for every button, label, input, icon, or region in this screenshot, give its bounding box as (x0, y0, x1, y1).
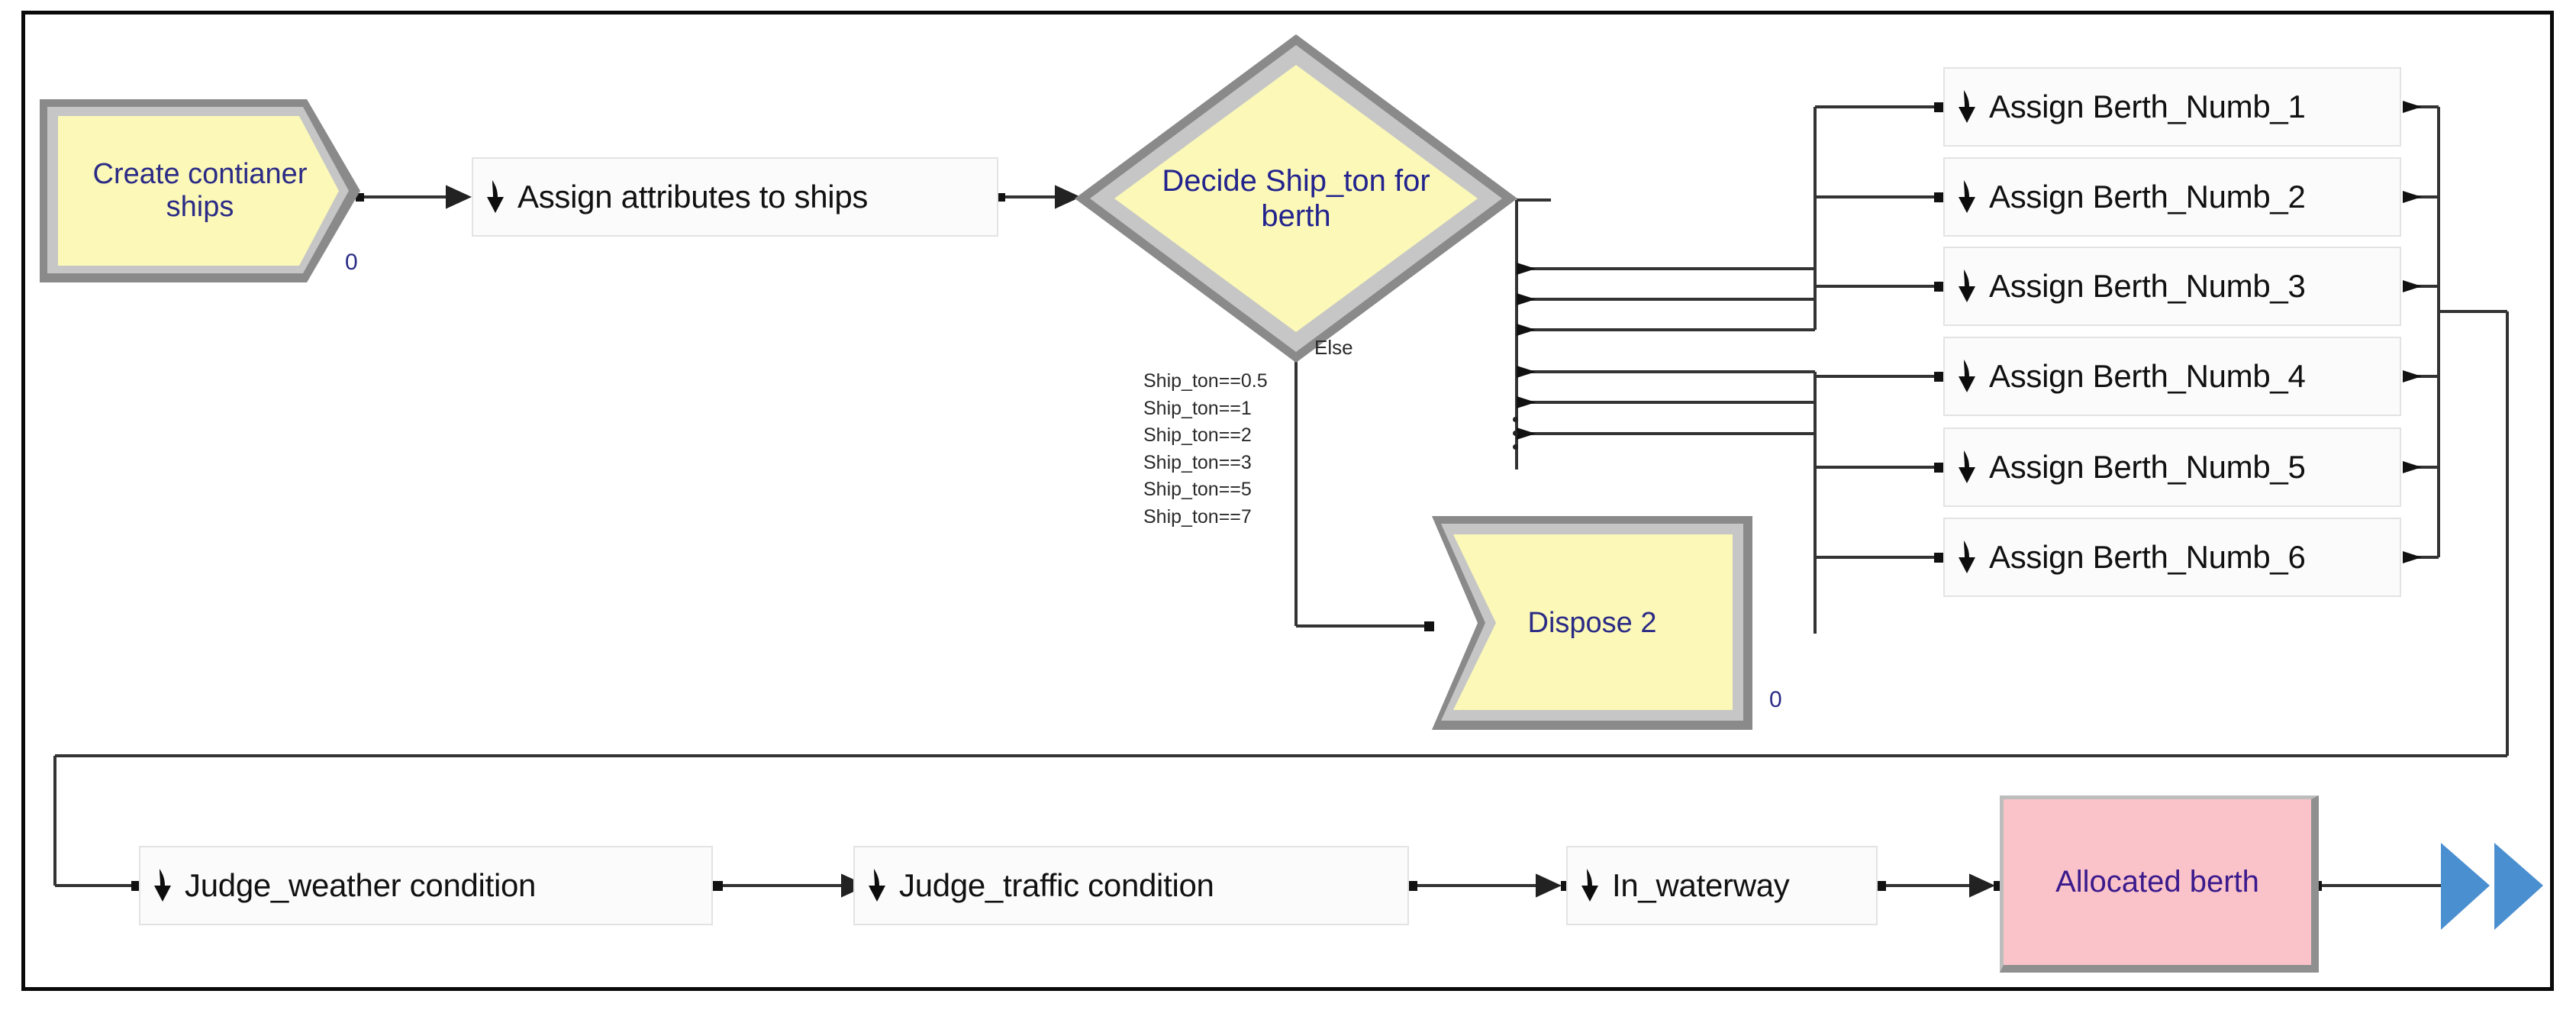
dispose-2-block[interactable]: Dispose 2 (1432, 516, 1752, 730)
assign-berth-numb-4-module[interactable]: Assign Berth_Numb_4 (1943, 337, 2401, 416)
assign-berth-numb-3-label: Assign Berth_Numb_3 (1989, 268, 2306, 304)
judge-traffic-condition-module[interactable]: Judge_traffic condition (853, 846, 1409, 925)
down-arrow-icon (1959, 450, 1975, 483)
down-arrow-icon (154, 869, 171, 902)
assign-berth-numb-3-module[interactable]: Assign Berth_Numb_3 (1943, 247, 2401, 326)
decide-condition-list: Ship_ton==0.5 Ship_ton==1 Ship_ton==2 Sh… (1143, 370, 1268, 528)
down-arrow-icon (1959, 269, 1975, 302)
down-arrow-icon (1581, 869, 1598, 902)
dispose-2-counter: 0 (1769, 687, 1782, 712)
assign-berth-numb-5-module[interactable]: Assign Berth_Numb_5 (1943, 428, 2401, 507)
assign-berth-numb-1-module[interactable]: Assign Berth_Numb_1 (1943, 67, 2401, 147)
down-arrow-icon (1959, 180, 1975, 213)
allocated-berth-label: Allocated berth (2055, 865, 2259, 899)
create-block-counter: 0 (345, 250, 358, 275)
in-waterway-module[interactable]: In_waterway (1566, 846, 1878, 925)
assign-berth-numb-6-label: Assign Berth_Numb_6 (1989, 539, 2306, 575)
decide-ship-ton-block[interactable]: Decide Ship_ton for berth (1075, 34, 1517, 363)
down-arrow-icon (1959, 540, 1975, 573)
assign-berth-numb-6-module[interactable]: Assign Berth_Numb_6 (1943, 518, 2401, 597)
judge-traffic-label: Judge_traffic condition (899, 867, 1214, 903)
assign-berth-numb-2-label: Assign Berth_Numb_2 (1989, 179, 2306, 215)
assign-attributes-label: Assign attributes to ships (517, 179, 869, 215)
branch-ellipsis (1513, 417, 1518, 450)
assign-berth-numb-4-label: Assign Berth_Numb_4 (1989, 358, 2306, 394)
down-arrow-icon (487, 180, 504, 213)
allocated-berth-resource[interactable]: Allocated berth (2000, 795, 2319, 973)
in-waterway-label: In_waterway (1612, 867, 1790, 903)
down-arrow-icon (869, 869, 885, 902)
assign-attributes-module[interactable]: Assign attributes to ships (472, 157, 998, 237)
judge-weather-condition-module[interactable]: Judge_weather condition (139, 846, 713, 925)
down-arrow-icon (1959, 360, 1975, 392)
fast-forward-icon (2439, 840, 2546, 933)
down-arrow-icon (1959, 90, 1975, 123)
assign-berth-numb-1-label: Assign Berth_Numb_1 (1989, 89, 2306, 124)
judge-weather-label: Judge_weather condition (185, 867, 537, 903)
assign-berth-numb-5-label: Assign Berth_Numb_5 (1989, 449, 2306, 485)
assign-berth-numb-2-module[interactable]: Assign Berth_Numb_2 (1943, 157, 2401, 237)
decide-else-label: Else (1314, 336, 1353, 359)
create-container-ships-block[interactable]: Create contianer ships (40, 99, 360, 282)
